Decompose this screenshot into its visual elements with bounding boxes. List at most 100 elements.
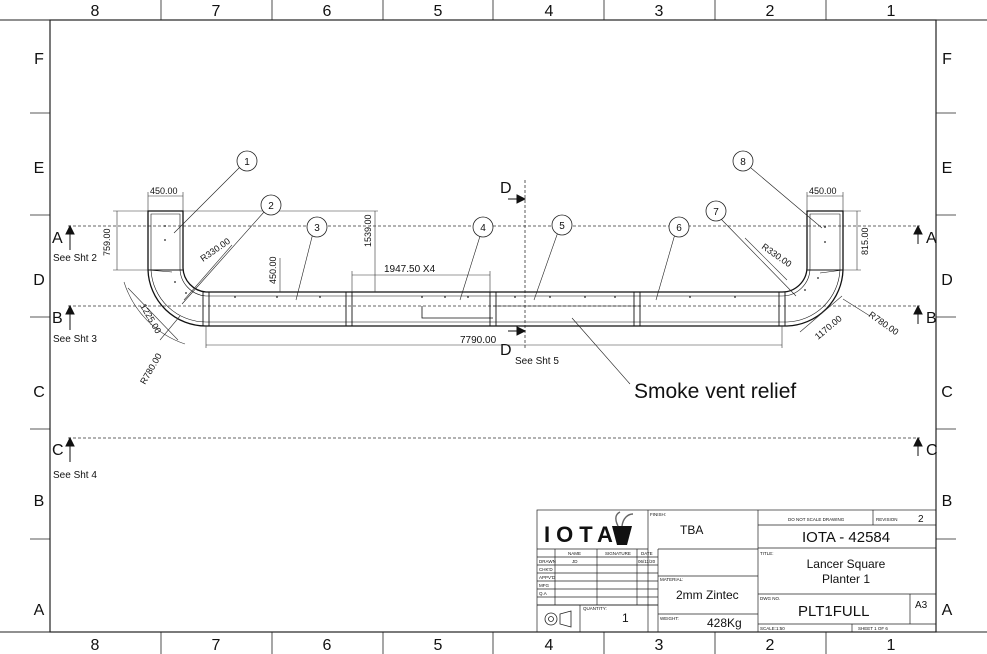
drawn-name: JD bbox=[572, 559, 578, 564]
section-lines bbox=[68, 180, 920, 439]
balloon-2: 2 bbox=[260, 194, 282, 216]
balloon-5: 5 bbox=[551, 214, 573, 236]
zone-row-B-right: B bbox=[942, 493, 953, 510]
balloon-8-label: 8 bbox=[740, 157, 746, 168]
balloon-4: 4 bbox=[472, 216, 494, 238]
zone-col-4: 4 bbox=[545, 3, 554, 20]
date-col-header: DATE bbox=[641, 551, 653, 556]
item-balloons bbox=[173, 166, 823, 385]
zone-col-6-bottom: 6 bbox=[323, 637, 332, 654]
dim-inner-radius-right: R330.00 bbox=[760, 241, 794, 269]
dim-left-height: 759.00 bbox=[102, 228, 112, 256]
dim-channel-depth: 450.00 bbox=[268, 256, 278, 284]
zone-col-8: 8 bbox=[91, 3, 100, 20]
zone-col-3-bottom: 3 bbox=[655, 637, 664, 654]
zone-col-3: 3 bbox=[655, 3, 664, 20]
section-b-letter-right: B bbox=[926, 310, 937, 327]
balloon-4-label: 4 bbox=[480, 223, 486, 234]
no-scale-label: DO NOT SCALE DRAWING bbox=[788, 517, 845, 522]
row-qa: Q.A bbox=[539, 591, 547, 596]
dimension-lines bbox=[113, 192, 871, 348]
zone-row-B: B bbox=[34, 493, 45, 510]
balloon-1: 1 bbox=[236, 150, 258, 172]
zone-col-5-bottom: 5 bbox=[434, 637, 443, 654]
zone-columns-bottom: 8 7 6 5 4 3 2 1 bbox=[91, 637, 896, 654]
zone-row-E: E bbox=[34, 160, 45, 177]
zone-row-A: A bbox=[34, 602, 45, 619]
zone-row-D: D bbox=[33, 272, 45, 289]
dim-outer-radius-left: R780.00 bbox=[138, 352, 164, 386]
drain-dots bbox=[164, 225, 826, 298]
drawing-id: IOTA - 42584 bbox=[802, 529, 890, 546]
zone-columns-top: 8 7 6 5 4 3 2 1 bbox=[91, 3, 896, 20]
section-a-letter-right: A bbox=[926, 230, 937, 247]
iota-logo: IOTA bbox=[544, 511, 634, 547]
balloon-3: 3 bbox=[306, 216, 328, 238]
section-c-letter-right: C bbox=[926, 442, 938, 459]
row-checked: CHK'D bbox=[539, 567, 553, 572]
row-drawn: DRAWN bbox=[539, 559, 556, 564]
zone-col-5: 5 bbox=[434, 3, 443, 20]
projection-symbol-icon bbox=[544, 610, 572, 628]
zone-col-1-bottom: 1 bbox=[887, 637, 896, 654]
section-arrows bbox=[65, 194, 923, 462]
balloon-2-label: 2 bbox=[268, 201, 274, 212]
zone-col-2: 2 bbox=[766, 3, 775, 20]
dim-overall-height: 1539.00 bbox=[363, 214, 373, 247]
balloon-6: 6 bbox=[668, 216, 690, 238]
title-block-text: FINISH: TBA DO NOT SCALE DRAWING REVISIO… bbox=[539, 512, 928, 631]
zone-row-C: C bbox=[33, 384, 45, 401]
dwg-no-value: PLT1FULL bbox=[798, 603, 869, 620]
zone-row-E-right: E bbox=[942, 160, 953, 177]
balloon-6-label: 6 bbox=[676, 223, 682, 234]
weight-value: 428Kg bbox=[707, 616, 742, 630]
dim-right-height: 815.00 bbox=[860, 227, 870, 255]
scale-value: SCALE:1:50 bbox=[760, 626, 785, 631]
dim-left-width: 450.00 bbox=[150, 186, 178, 196]
zone-row-C-right: C bbox=[941, 384, 953, 401]
finish-label: FINISH: bbox=[650, 512, 666, 517]
title-line-2: Planter 1 bbox=[822, 572, 870, 586]
zone-col-7: 7 bbox=[212, 3, 221, 20]
section-a-letter-left: A bbox=[52, 230, 63, 247]
name-col-header: NAME bbox=[568, 551, 581, 556]
zone-rows-left: F E D C B A bbox=[33, 51, 45, 619]
dim-segment-length: 1947.50 X4 bbox=[384, 264, 436, 275]
smoke-vent-note: Smoke vent relief bbox=[634, 380, 796, 403]
zone-col-4-bottom: 4 bbox=[545, 637, 554, 654]
dim-outer-radius-right: R780.00 bbox=[867, 309, 901, 337]
finish-value: TBA bbox=[680, 523, 703, 537]
weight-label: WEIGHT: bbox=[660, 616, 679, 621]
section-d-note: See Sht 5 bbox=[515, 356, 559, 367]
material-value: 2mm Zintec bbox=[676, 588, 739, 602]
dim-overall-length: 7790.00 bbox=[460, 335, 497, 346]
dim-right-width: 450.00 bbox=[809, 186, 837, 196]
zone-row-D-right: D bbox=[941, 272, 953, 289]
revision-label: REVISION bbox=[876, 517, 898, 522]
balloon-7: 7 bbox=[705, 200, 727, 222]
quantity-label: QUANTITY: bbox=[583, 606, 607, 611]
dwg-no-label: DWG NO. bbox=[760, 596, 780, 601]
revision-value: 2 bbox=[918, 514, 924, 525]
material-label: MATERIAL: bbox=[660, 577, 683, 582]
sheet-value: SHEET 1 OF 6 bbox=[858, 626, 888, 631]
zone-rows-right: F E D C B A bbox=[941, 51, 953, 619]
title-line-1: Lancer Square bbox=[807, 557, 886, 571]
title-block bbox=[536, 509, 937, 633]
zone-col-8-bottom: 8 bbox=[91, 637, 100, 654]
logo-text: IOTA bbox=[544, 522, 619, 547]
zone-row-F: F bbox=[34, 51, 44, 68]
quantity-value: 1 bbox=[622, 611, 629, 625]
section-b-note: See Sht 3 bbox=[53, 334, 97, 345]
zone-ticks bbox=[30, 0, 956, 654]
balloon-3-label: 3 bbox=[314, 223, 320, 234]
balloon-7-label: 7 bbox=[713, 207, 719, 218]
zone-col-6: 6 bbox=[323, 3, 332, 20]
zone-col-7-bottom: 7 bbox=[212, 637, 221, 654]
dim-left-diagonal: 1225.00 bbox=[138, 302, 163, 335]
logo-pot-mark bbox=[612, 526, 632, 545]
section-d-letter-top: D bbox=[500, 180, 512, 197]
section-b-letter-left: B bbox=[52, 310, 63, 327]
balloon-8: 8 bbox=[732, 150, 754, 172]
